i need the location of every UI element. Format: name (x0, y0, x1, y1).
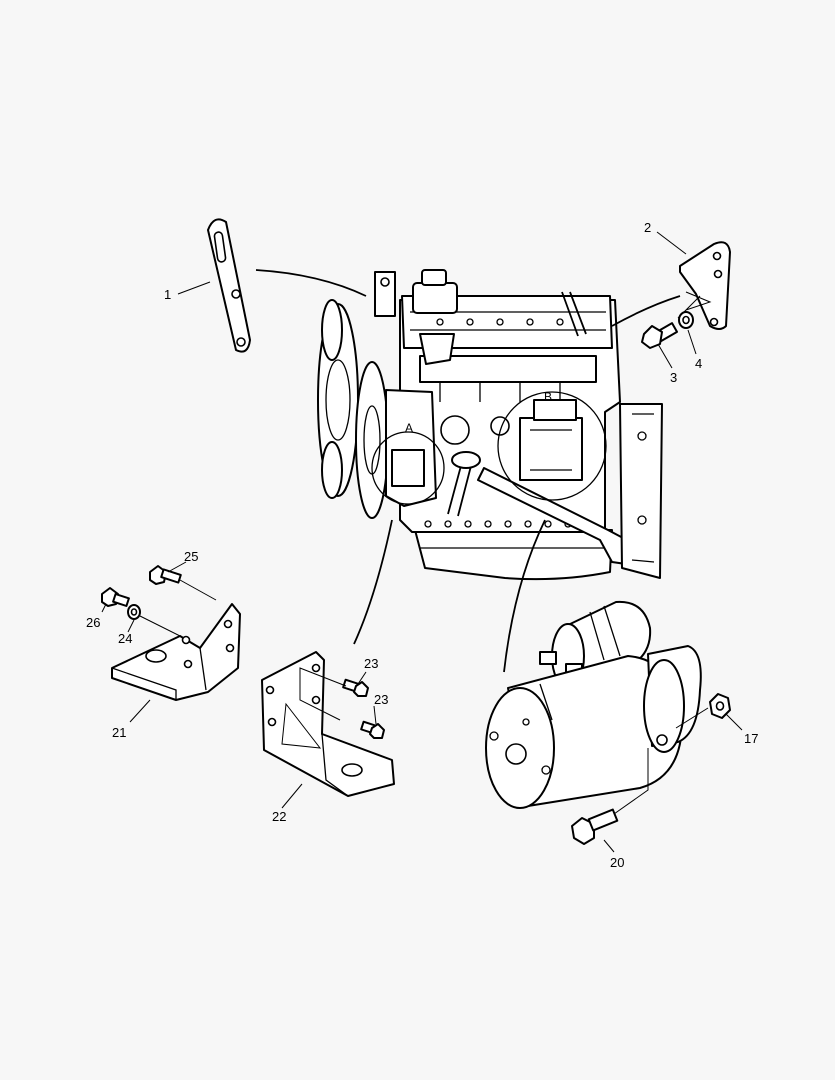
leader-callout-23-lower (373, 705, 377, 725)
part-3-bolt (641, 322, 679, 349)
leader-callout-20 (603, 839, 615, 853)
leader-starter-to-engine (503, 519, 546, 673)
leader-callout-26 (101, 603, 107, 613)
callout-24: 24 (118, 631, 132, 646)
callout-4: 4 (695, 356, 702, 371)
part-23-bolt-upper (342, 678, 369, 697)
callout-2: 2 (644, 220, 651, 235)
callout-26: 26 (86, 615, 100, 630)
leader-2-to-engine (611, 295, 681, 327)
leader-brackets-to-engine (353, 519, 393, 645)
part-2-rear-bracket (679, 241, 731, 330)
callout-22: 22 (272, 809, 286, 824)
part-25-bolt (149, 565, 182, 585)
part-21-bracket (111, 603, 241, 701)
callout-3: 3 (670, 370, 677, 385)
detail-ref-b: B (544, 390, 552, 404)
leader-callout-22 (281, 783, 303, 809)
part-22-bracket (261, 651, 395, 797)
callout-25: 25 (184, 549, 198, 564)
part-24-washer (127, 604, 141, 620)
starter-motor (485, 600, 702, 809)
detail-ref-a: A (405, 421, 413, 435)
leader-callout-25 (167, 561, 187, 573)
part-20-bolt (571, 808, 619, 845)
callout-17: 17 (744, 731, 758, 746)
callout-1: 1 (164, 287, 171, 302)
leader-callout-1 (177, 281, 211, 295)
part-1-lifting-bracket (207, 218, 251, 353)
callout-23-upper: 23 (364, 656, 378, 671)
part-23-bolt-lower (360, 720, 385, 739)
leader-callout-3 (657, 343, 673, 369)
part-17-nut (709, 693, 731, 719)
leader-callout-23-upper (357, 671, 367, 685)
leader-callout-2 (656, 231, 687, 255)
callout-23-lower: 23 (374, 692, 388, 707)
callout-20: 20 (610, 855, 624, 870)
callout-21: 21 (112, 725, 126, 740)
leader-callout-21 (129, 699, 151, 723)
leader-1-to-engine (255, 269, 367, 297)
part-4-washer (678, 311, 694, 329)
engine-assembly (317, 269, 663, 581)
leader-callout-24 (127, 619, 135, 633)
part-26-bolt (101, 587, 130, 607)
leader-callout-4 (687, 329, 697, 355)
leader-callout-17 (725, 713, 743, 731)
